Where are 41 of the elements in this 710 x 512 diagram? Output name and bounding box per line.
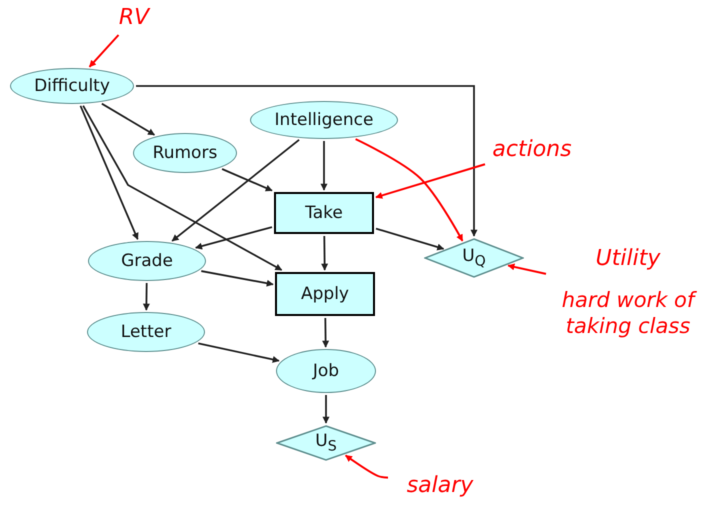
- arrow: [198, 342, 280, 363]
- variable-ellipse: [276, 349, 376, 393]
- variable-ellipse: [88, 241, 206, 281]
- node-label: Grade: [121, 251, 173, 271]
- annotation-arrow: [345, 454, 388, 479]
- arrow: [320, 141, 328, 191]
- utility-diamond: [424, 238, 524, 278]
- annotation-arrow: [355, 138, 464, 242]
- node-label: U$_{S}$: [315, 431, 337, 455]
- arrow: [136, 85, 478, 237]
- handwritten-note: hard work of taking class: [548, 286, 708, 339]
- annotation-arrow: [507, 263, 546, 275]
- arrow: [322, 318, 330, 348]
- annotation-arrow: [88, 34, 120, 68]
- arrow: [222, 168, 273, 192]
- node-label: Rumors: [152, 143, 218, 163]
- annotation-arrow: [375, 163, 486, 199]
- node-label: Apply: [301, 284, 349, 304]
- node-label: Intelligence: [274, 110, 374, 130]
- node-label: U$_{Q}$: [462, 246, 486, 270]
- handwritten-note: Utility: [596, 245, 660, 272]
- node-label: Take: [305, 203, 343, 223]
- node-label: Job: [312, 361, 340, 381]
- decision-box: [275, 272, 375, 316]
- arrow: [321, 236, 328, 271]
- arrow: [322, 395, 330, 424]
- arrow: [195, 226, 272, 250]
- arrow: [142, 282, 150, 311]
- handwritten-note: salary: [406, 472, 474, 500]
- arrow: [82, 105, 282, 271]
- node-label: Letter: [120, 322, 172, 342]
- handwritten-note: RV: [118, 4, 150, 32]
- utility-diamond: [276, 425, 376, 461]
- arrow: [201, 270, 274, 287]
- decision-box: [274, 192, 374, 234]
- arrow: [101, 102, 156, 136]
- node-label: Difficulty: [34, 76, 110, 96]
- arrow: [172, 139, 300, 242]
- handwritten-note: actions: [492, 136, 572, 164]
- arrow: [376, 228, 444, 250]
- arrow: [80, 105, 138, 240]
